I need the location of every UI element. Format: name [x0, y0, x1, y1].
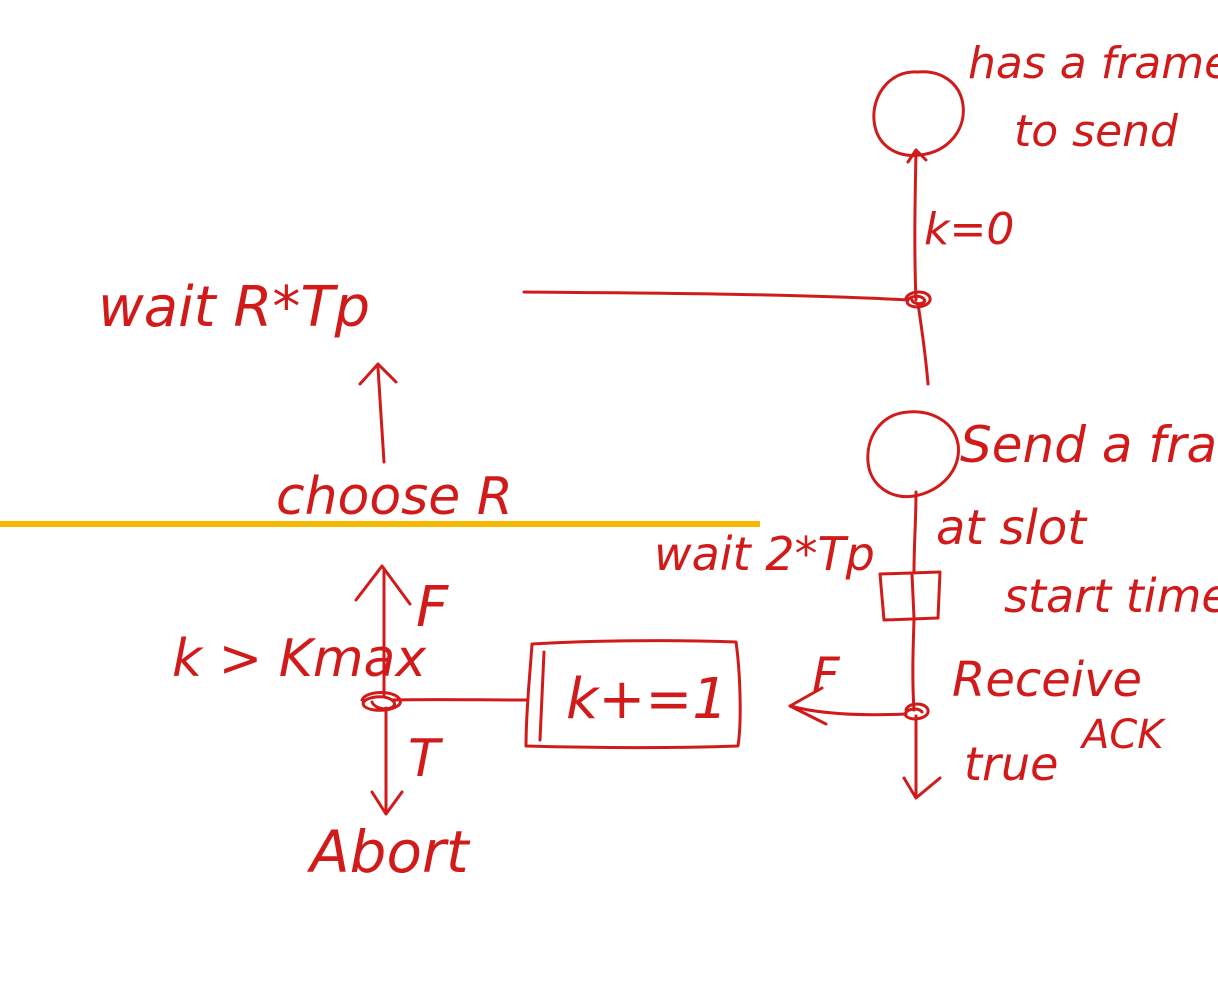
main-flow-line-send [912, 490, 918, 574]
wait-feedback-line [522, 290, 910, 302]
wait-tp-label: wait R*Tp [98, 275, 370, 340]
start-time-label: start time [1004, 569, 1218, 623]
choose-r-label: choose R [276, 467, 513, 527]
decision-node [360, 691, 402, 712]
loop-junction-node [904, 290, 932, 309]
at-slot-label: at slot [936, 500, 1088, 556]
abort-label: Abort [306, 818, 471, 886]
has-frame-label-line1: has a frame [968, 38, 1218, 89]
receive-junction-node [903, 702, 930, 721]
arrowhead-up-wait [358, 362, 398, 386]
has-frame-label-line2: to send [1014, 106, 1179, 157]
wait-2tp-label: wait 2*Tp [654, 527, 875, 581]
arrowhead-down-abort [370, 790, 404, 816]
arrowhead-up-start [906, 148, 928, 164]
choose-to-wait-line [376, 366, 386, 464]
main-flow-line-low [911, 618, 916, 712]
false-up-label: F [416, 575, 449, 640]
increment-box [524, 639, 742, 749]
main-flow-line-top [913, 150, 918, 302]
true-outcome-label: true [964, 737, 1058, 791]
false-branch-line [788, 704, 908, 717]
send-state-circle [866, 410, 960, 499]
arrowhead-down-true [902, 776, 942, 800]
false-right-label: F [812, 648, 841, 704]
main-flow-line-mid [916, 302, 930, 386]
k-max-condition-label: k > Kmax [172, 629, 427, 689]
receive-label: Receive [952, 652, 1142, 708]
wait-2tp-box [878, 570, 942, 622]
arrowhead-up-false [354, 564, 412, 606]
arrowhead-left-false [788, 686, 828, 726]
true-down-label: T [408, 729, 444, 789]
k-init-label: k=0 [924, 204, 1014, 255]
ack-label: ACK [1079, 712, 1166, 758]
send-frame-label: Send a frame [960, 416, 1218, 474]
increment-label: k+=1 [566, 667, 728, 732]
start-state-circle [872, 70, 965, 157]
